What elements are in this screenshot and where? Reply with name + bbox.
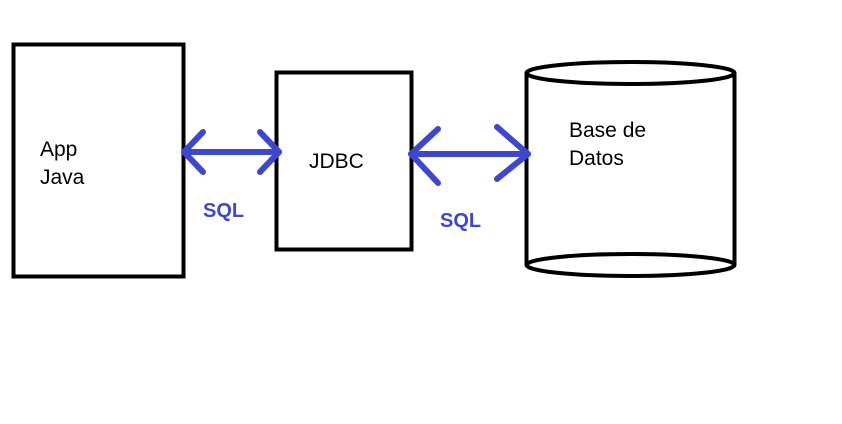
sql-arrow-jdbc-database — [408, 124, 531, 186]
database-label: Base de Datos — [569, 119, 647, 170]
jdbc-box — [274, 70, 414, 252]
app-java-label: App Java — [40, 138, 85, 189]
jdbc-label: JDBC — [309, 150, 364, 173]
sql-label-app-jdbc: SQL — [203, 200, 245, 222]
database-bottom-ellipse — [524, 264, 737, 278]
database-top-ellipse — [524, 60, 737, 86]
sql-arrow-app-jdbc — [181, 129, 282, 175]
database-cylinder — [524, 60, 737, 278]
app-java-box — [11, 42, 186, 279]
sql-label-jdbc-database: SQL — [440, 210, 482, 232]
